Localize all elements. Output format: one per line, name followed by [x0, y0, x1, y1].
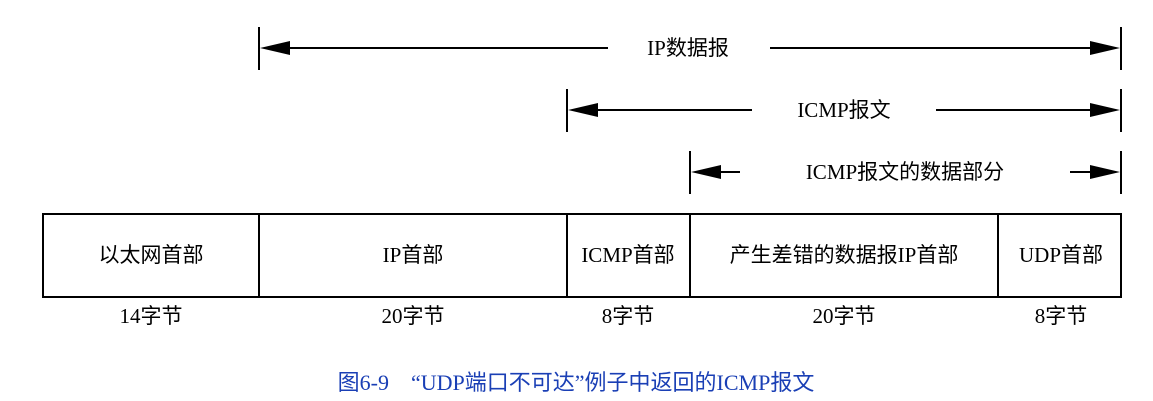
arrow-left-icon: [691, 165, 721, 179]
arrow-left-icon: [260, 41, 290, 55]
size-error-ip-header: 20字节: [813, 304, 876, 328]
figure-caption: 图6-9 “UDP端口不可达”例子中返回的ICMP报文: [338, 370, 815, 395]
span-icmp-message: ICMP报文: [566, 89, 1122, 132]
field-udp-header: UDP首部: [1019, 243, 1103, 267]
span-label: IP数据报: [647, 36, 729, 60]
field-ethernet-header: 以太网首部: [99, 243, 204, 267]
size-udp-header: 8字节: [1035, 304, 1088, 328]
field-sizes: 14字节 20字节 8字节 20字节 8字节: [120, 304, 1088, 328]
packet-outline: [42, 213, 1122, 298]
size-ip-header: 20字节: [382, 304, 445, 328]
arrow-right-icon: [1090, 103, 1120, 117]
arrow-left-icon: [568, 103, 598, 117]
span-icmp-data: ICMP报文的数据部分: [689, 151, 1122, 194]
arrow-right-icon: [1090, 165, 1120, 179]
packet-fields: 以太网首部 IP首部 ICMP首部 产生差错的数据报IP首部 UDP首部: [42, 213, 1122, 298]
span-ip-datagram: IP数据报: [258, 27, 1122, 70]
field-error-ip-header: 产生差错的数据报IP首部: [730, 243, 959, 267]
span-label: ICMP报文的数据部分: [806, 160, 1004, 184]
size-ethernet-header: 14字节: [120, 304, 183, 328]
size-icmp-header: 8字节: [602, 304, 655, 328]
arrow-right-icon: [1090, 41, 1120, 55]
span-label: ICMP报文: [797, 98, 890, 122]
field-ip-header: IP首部: [383, 243, 444, 267]
field-icmp-header: ICMP首部: [581, 243, 674, 267]
